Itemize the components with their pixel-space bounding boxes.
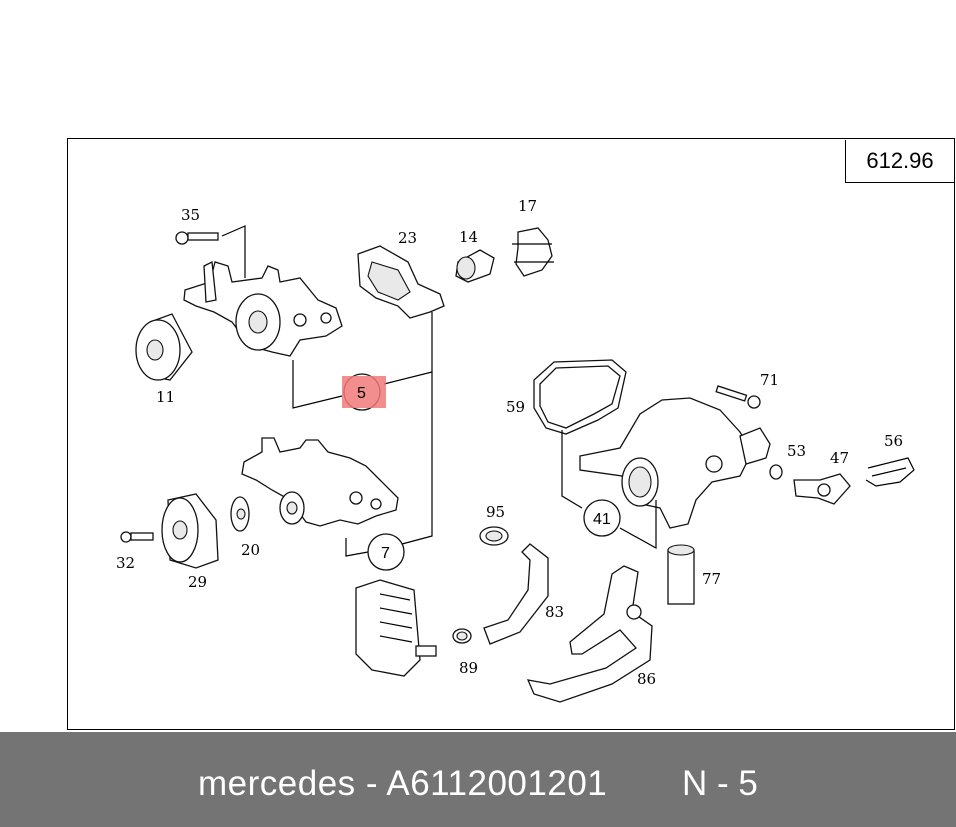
flange-20 <box>230 496 250 532</box>
o-ring-53 <box>769 464 783 480</box>
clamp-95 <box>479 526 509 546</box>
callout-7-circle <box>367 533 405 571</box>
part-label-89: 89 <box>459 659 478 677</box>
clamp-89 <box>452 628 472 644</box>
bolt-35 <box>175 225 246 278</box>
part-label-53: 53 <box>787 442 806 460</box>
part-label-41: 41 <box>593 511 611 528</box>
callout-7-lines-right <box>401 372 433 545</box>
part-label-35: 35 <box>181 206 200 224</box>
exploded-parts-diagram: 35 23 14 17 11 71 59 53 47 56 41 95 32 2… <box>116 197 915 703</box>
part-label-29: 29 <box>188 573 207 591</box>
gasket-23 <box>357 245 445 319</box>
footer-position: N - 5 <box>682 764 758 803</box>
seal-ring-59 <box>533 359 627 435</box>
part-label-77: 77 <box>702 570 721 588</box>
bolt-32 <box>120 531 154 543</box>
part-label-23: 23 <box>398 229 417 247</box>
callout-label-5: 5 <box>357 385 366 402</box>
pulley-29 <box>161 493 219 569</box>
pulley-11 <box>135 313 193 381</box>
thermostat-housing-41 <box>579 397 771 529</box>
part-label-17: 17 <box>518 197 537 215</box>
pipe-77 <box>667 544 695 605</box>
part-label-20: 20 <box>241 541 260 559</box>
part-label-47: 47 <box>830 449 849 467</box>
footer-part-number: mercedes - A6112001201 <box>198 764 608 803</box>
lower-water-pump <box>241 437 399 527</box>
part-label-59: 59 <box>506 398 525 416</box>
part-17 <box>512 227 554 277</box>
sensor-47 <box>793 473 851 505</box>
thermostat-14 <box>455 249 495 283</box>
clip-56 <box>865 457 915 487</box>
part-label-56: 56 <box>884 432 903 450</box>
callout-7-lines <box>345 538 369 557</box>
callout-41-circle <box>583 499 621 537</box>
part-label-32: 32 <box>116 554 135 572</box>
part-label-71: 71 <box>760 371 779 389</box>
hose-83 <box>483 543 549 645</box>
callout-41-lines <box>561 430 583 509</box>
footer-bar: mercedes - A6112001201 N - 5 <box>0 732 956 827</box>
part-label-14: 14 <box>459 228 478 246</box>
hose-86 <box>526 565 653 703</box>
oil-cooler <box>355 579 437 677</box>
callout-label-7: 7 <box>381 545 390 562</box>
part-label-11: 11 <box>156 388 175 406</box>
callout-5-highlight <box>342 376 386 408</box>
page-reference: 612.96 <box>845 140 954 183</box>
callout-5-lines-right <box>383 312 433 385</box>
bolt-71 <box>715 385 761 409</box>
part-label-83: 83 <box>545 603 564 621</box>
part-label-86: 86 <box>637 670 656 688</box>
callout-41-lines-right <box>619 500 657 550</box>
upper-water-pump <box>183 260 343 357</box>
part-label-95: 95 <box>486 503 505 521</box>
callout-5-lines <box>292 360 343 409</box>
